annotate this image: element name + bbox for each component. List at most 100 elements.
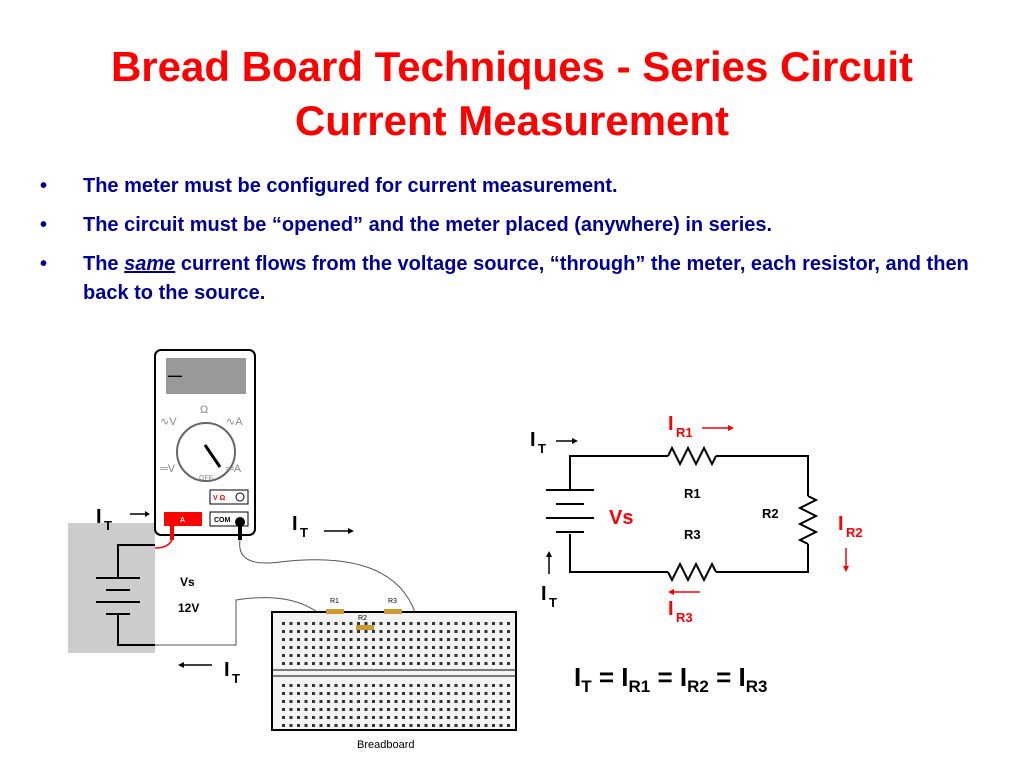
breadboard-hole — [379, 692, 383, 695]
breadboard-hole — [462, 630, 465, 633]
breadboard-hole — [379, 646, 383, 649]
breadboard-hole — [357, 638, 360, 641]
svg-text:R3: R3 — [676, 610, 693, 625]
breadboard-hole — [394, 638, 398, 641]
breadboard-hole — [477, 622, 480, 625]
breadboard-hole — [477, 646, 480, 649]
breadboard-hole — [387, 724, 390, 727]
svg-text:I: I — [292, 513, 298, 535]
breadboard-hole — [334, 684, 338, 687]
breadboard-hole — [357, 684, 360, 687]
breadboard-hole — [439, 700, 443, 703]
breadboard-hole — [342, 716, 345, 719]
breadboard-hole — [349, 638, 353, 641]
breadboard-hole — [469, 622, 473, 625]
breadboard-hole — [492, 662, 495, 665]
breadboard-hole — [424, 622, 428, 625]
breadboard-hole — [357, 622, 360, 625]
breadboard-hole — [304, 622, 308, 625]
breadboard-hole — [499, 646, 503, 649]
breadboard-hole — [334, 638, 338, 641]
breadboard-hole — [282, 684, 285, 687]
breadboard-hole — [372, 684, 375, 687]
breadboard-hole — [469, 638, 473, 641]
breadboard-hole — [417, 654, 420, 657]
breadboard-hole — [439, 630, 443, 633]
breadboard-hole — [469, 662, 473, 665]
breadboard-hole — [402, 724, 405, 727]
breadboard-hole — [387, 662, 390, 665]
breadboard-hole — [372, 662, 375, 665]
breadboard-hole — [304, 708, 308, 711]
breadboard-hole — [312, 630, 315, 633]
breadboard-hole — [312, 646, 315, 649]
breadboard-hole — [469, 708, 473, 711]
breadboard-hole — [387, 654, 390, 657]
breadboard-hole — [484, 724, 488, 727]
svg-text:R1: R1 — [676, 425, 693, 440]
breadboard-hole — [424, 724, 428, 727]
current-equation: IT = IR1 = IR2 = IR3 — [574, 662, 768, 697]
breadboard-hole — [372, 692, 375, 695]
breadboard-hole — [492, 684, 495, 687]
breadboard-hole — [357, 692, 360, 695]
breadboard-hole — [424, 708, 428, 711]
breadboard-hole — [364, 654, 368, 657]
breadboard-hole — [372, 724, 375, 727]
breadboard-hole — [447, 724, 450, 727]
breadboard-hole — [447, 716, 450, 719]
breadboard-hole — [364, 692, 368, 695]
breadboard-hole — [304, 684, 308, 687]
current-label-it-3: I T — [178, 659, 240, 686]
breadboard-hole — [364, 684, 368, 687]
svg-text:T: T — [104, 518, 112, 533]
breadboard-hole — [289, 638, 293, 641]
breadboard-hole — [357, 700, 360, 703]
current-label-it-1: I T — [96, 506, 150, 533]
breadboard-hole — [507, 638, 510, 641]
slide-title: Bread Board Techniques - Series Circuit … — [0, 40, 1024, 148]
title-line-1: Bread Board Techniques - Series Circuit — [110, 43, 914, 90]
svg-text:T: T — [300, 525, 308, 540]
breadboard-hole — [499, 622, 503, 625]
breadboard-hole — [484, 684, 488, 687]
breadboard-hole — [282, 638, 285, 641]
bullet-dot-icon: • — [40, 253, 48, 275]
breadboard-hole — [349, 630, 353, 633]
resistor-r2-zigzag-icon — [797, 495, 819, 545]
breadboard-hole — [469, 630, 473, 633]
breadboard-hole — [409, 622, 413, 625]
breadboard-hole — [477, 638, 480, 641]
breadboard-hole — [372, 638, 375, 641]
breadboard-hole — [432, 638, 435, 641]
breadboard-hole — [357, 630, 360, 633]
breadboard-hole — [387, 716, 390, 719]
breadboard-hole — [409, 708, 413, 711]
breadboard-hole — [304, 724, 308, 727]
breadboard-hole — [477, 708, 480, 711]
breadboard-hole — [394, 622, 398, 625]
breadboard-hole — [432, 622, 435, 625]
breadboard-hole — [424, 692, 428, 695]
meter-probes — [154, 517, 419, 646]
breadboard-hole — [492, 622, 495, 625]
resistor-r1-zigzag-icon — [667, 445, 717, 467]
breadboard-hole — [484, 716, 488, 719]
bullet-item: •The meter must be configured for curren… — [40, 172, 1000, 201]
source-label-vs: Vs — [180, 575, 195, 589]
breadboard-hole — [477, 692, 480, 695]
breadboard-hole — [484, 700, 488, 703]
breadboard-hole — [319, 684, 323, 687]
breadboard-hole — [357, 646, 360, 649]
breadboard-hole — [432, 684, 435, 687]
breadboard-hole — [507, 646, 510, 649]
breadboard-hole — [492, 700, 495, 703]
schematic-it-top: I T — [530, 429, 578, 456]
breadboard-hole — [379, 700, 383, 703]
breadboard-hole — [462, 700, 465, 703]
breadboard-hole — [439, 638, 443, 641]
breadboard-hole — [507, 684, 510, 687]
breadboard-hole — [484, 662, 488, 665]
breadboard-hole — [312, 692, 315, 695]
breadboard-hole — [379, 662, 383, 665]
